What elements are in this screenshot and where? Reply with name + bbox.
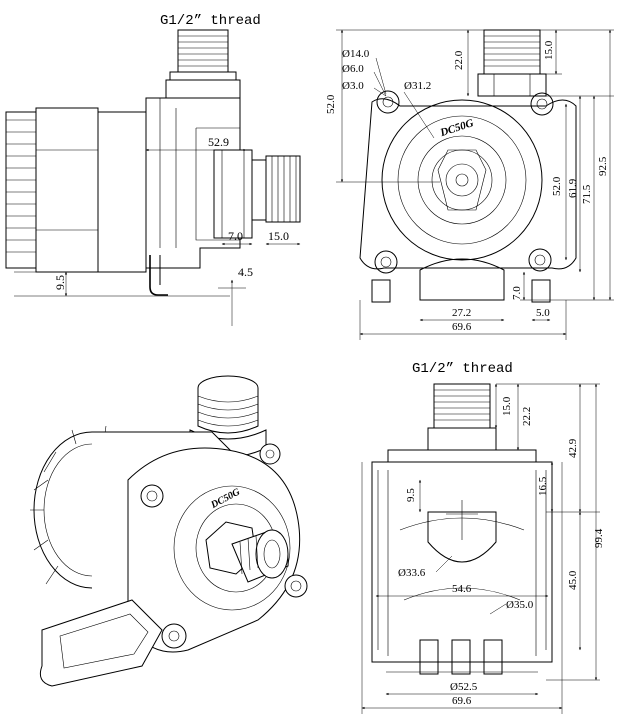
rear-h-16-5: 16.5 [537,476,549,496]
rear-h-9-5: 9.5 [405,488,417,502]
front-feet [371,258,551,303]
front-h-15: 15.0 [543,40,555,60]
front-h-92-5: 92.5 [597,156,609,176]
side-motor-housing [5,107,147,273]
rear-dia-52-5: Ø52.5 [450,681,478,693]
front-h-71-5: 71.5 [581,184,593,204]
rear-h-99-4: 99.4 [593,528,605,548]
rear-port [427,511,497,563]
side-thread-label: G1/2” thread [160,13,261,29]
front-dia-31-2: Ø31.2 [404,80,431,92]
front-h-22: 22.0 [453,50,465,70]
rear-view: G1/2” thread 15.0 22.2 42.9 16.5 [361,361,605,714]
front-dia-3: Ø3.0 [342,80,364,92]
rear-dia-35: Ø35.0 [506,599,534,611]
front-h-7: 7.0 [511,286,523,300]
iso-outlet [205,521,289,583]
rear-h-15: 15.0 [501,396,513,416]
side-dim-15-0: 15.0 [268,229,289,243]
front-view: DC50G Ø14.0 Ø6.0 Ø3.0 Ø31.2 52.0 22.0 15… [325,29,614,340]
front-h-left-52: 52.0 [325,94,337,114]
side-dim-4-5: 4.5 [238,265,253,279]
side-view: G1/2” thread [5,13,301,326]
side-dim-7-0: 7.0 [228,229,243,243]
side-dim-52-9: 52.9 [208,135,229,149]
rear-h-22-2: 22.2 [521,407,533,426]
side-volute-body [145,97,253,269]
rear-dia-33-6: Ø33.6 [398,567,426,579]
front-w-69-6: 69.6 [452,321,472,333]
rear-w-54-6: 54.6 [452,583,472,595]
front-top-thread [477,29,547,97]
rear-top-thread [427,383,497,451]
rear-h-45: 45.0 [567,570,579,590]
side-mount-bracket [149,255,168,296]
rear-thread-label: G1/2” thread [412,361,513,377]
front-mount-holes [374,90,554,274]
side-top-thread [165,29,241,99]
front-dia-14: Ø14.0 [342,48,370,60]
front-body-plate [359,98,577,270]
iso-bracket [39,599,163,687]
side-outlet-thread [251,155,301,223]
front-h-52: 52.0 [551,176,563,196]
front-volute-outer [381,99,543,261]
front-w-5: 5.0 [536,307,550,319]
rear-h-42-9: 42.9 [567,438,579,458]
front-h-61-9: 61.9 [567,178,579,198]
iso-mount-ears [140,443,308,649]
rear-body [371,449,553,675]
front-w-27-2: 27.2 [452,307,471,319]
rear-w-69-6: 69.6 [452,695,472,707]
front-dia-6: Ø6.0 [342,63,364,75]
iso-view: DC50G [30,375,308,687]
side-dim-9-5: 9.5 [53,275,67,290]
